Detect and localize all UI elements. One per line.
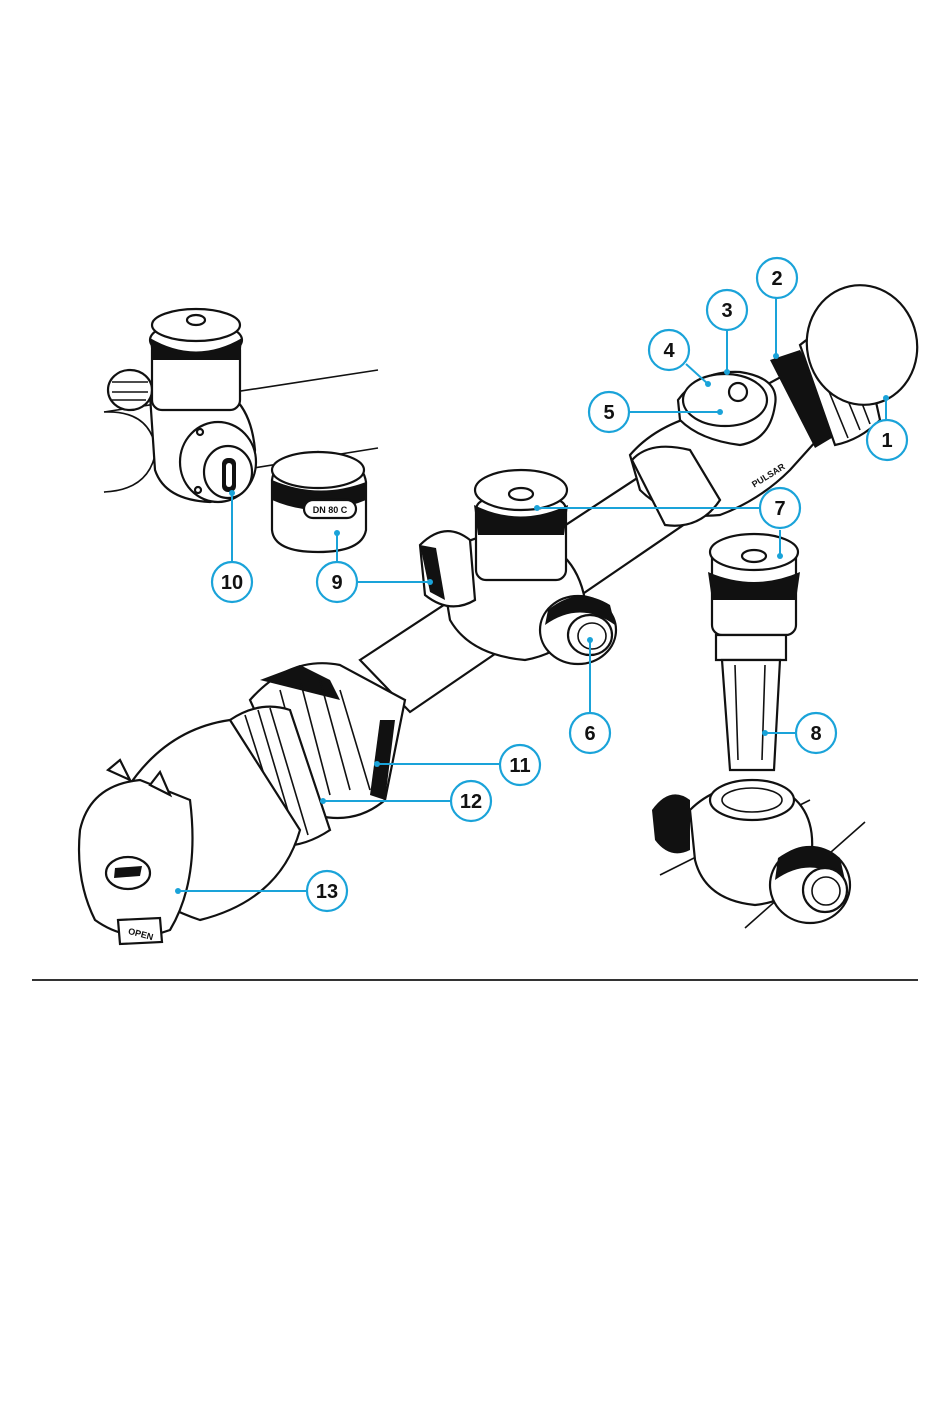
callout-2: 2 [757, 258, 797, 359]
callout-5-label: 5 [603, 402, 614, 424]
battery-cap-marking: DN 80 C [313, 505, 348, 515]
battery-cap: DN 80 C [272, 452, 366, 552]
callout-6-label: 6 [584, 723, 595, 745]
callout-3-label: 3 [721, 300, 732, 322]
callout-12-label: 12 [460, 791, 482, 813]
callout-7-label: 7 [774, 498, 785, 520]
callout-11-label: 11 [509, 755, 530, 777]
callout-1-label: 1 [881, 430, 892, 452]
callout-9-label: 9 [331, 572, 342, 594]
callout-13-label: 13 [316, 881, 338, 903]
callout-4: 4 [649, 330, 711, 387]
callout-2-label: 2 [771, 268, 782, 290]
callout-10-label: 10 [221, 572, 243, 594]
callout-8-label: 8 [810, 723, 821, 745]
callout-10: 10 [212, 490, 252, 602]
callout-11: 11 [374, 745, 540, 785]
callout-3: 3 [707, 290, 747, 375]
callout-4-label: 4 [663, 340, 675, 362]
